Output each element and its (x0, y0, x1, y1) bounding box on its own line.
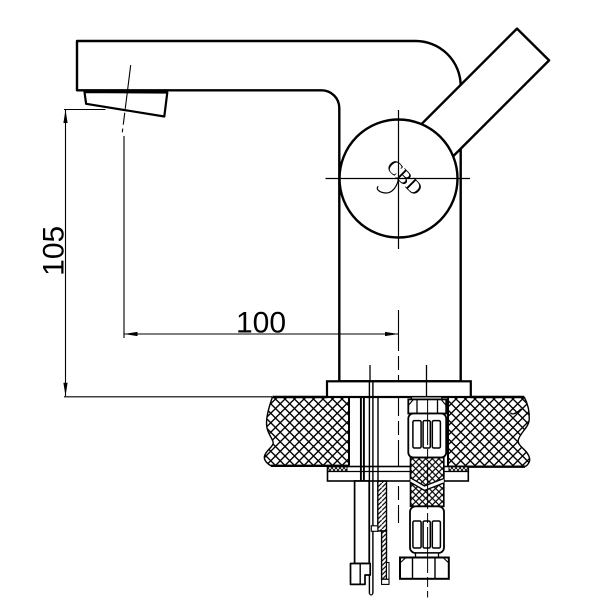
logo-swash (376, 178, 400, 194)
countertop-left (264, 397, 349, 466)
arrow-down (63, 382, 68, 397)
gasket-right (448, 466, 469, 472)
base-plate (325, 380, 472, 399)
sleeve-lower-slot-3 (431, 520, 442, 549)
stud-tip (368, 593, 374, 596)
sleeve-upper-slot-3 (431, 419, 442, 449)
tail-tube-body (353, 480, 371, 565)
threaded-rod-foot (381, 578, 390, 585)
aerator-centerline (121, 65, 132, 133)
countertop-right-flick (509, 408, 522, 415)
countertop (263, 395, 531, 468)
threaded-rod-strip (386, 562, 390, 580)
hose-top-nut-chamfer-l (407, 399, 414, 406)
threaded-rod-upper (377, 480, 388, 532)
supply-hose (399, 396, 450, 598)
sleeve-upper-slot-2 (422, 419, 432, 449)
countertop-right-break-edge (517, 396, 531, 468)
hose-end-nut-chamfer-tr (442, 557, 450, 564)
braid-break-top (410, 477, 445, 487)
dimension-105 (63, 108, 272, 398)
sleeve-upper-slot-1 (412, 419, 422, 449)
mounting-plate (326, 465, 470, 482)
crossing-lines (359, 466, 379, 481)
threaded-rod-lower (380, 530, 388, 580)
hose-top-nut-chamfer-r (440, 399, 447, 406)
sleeve-lower-slot-1 (412, 520, 422, 549)
sleeve-lower-slot-2 (422, 520, 432, 549)
dim-100-label: 100 (236, 307, 286, 340)
valve-cap: CBD (325, 110, 470, 249)
arrow-right (385, 331, 399, 337)
arrow-left (124, 331, 138, 337)
hose-end-nut (399, 556, 450, 580)
threaded-rod-tab (370, 525, 379, 532)
countertop-left-break-edge (263, 396, 274, 467)
countertop-right (448, 397, 530, 467)
hose-end-nut-chamfer-tl (399, 557, 407, 564)
gasket-left (327, 466, 348, 472)
dimension-100 (123, 136, 399, 338)
threaded-rod (370, 480, 390, 585)
arrow-up (63, 109, 68, 123)
tail-tube (349, 480, 372, 586)
braid-break-bottom (410, 481, 445, 492)
dim-105-label: 105 (38, 226, 71, 276)
